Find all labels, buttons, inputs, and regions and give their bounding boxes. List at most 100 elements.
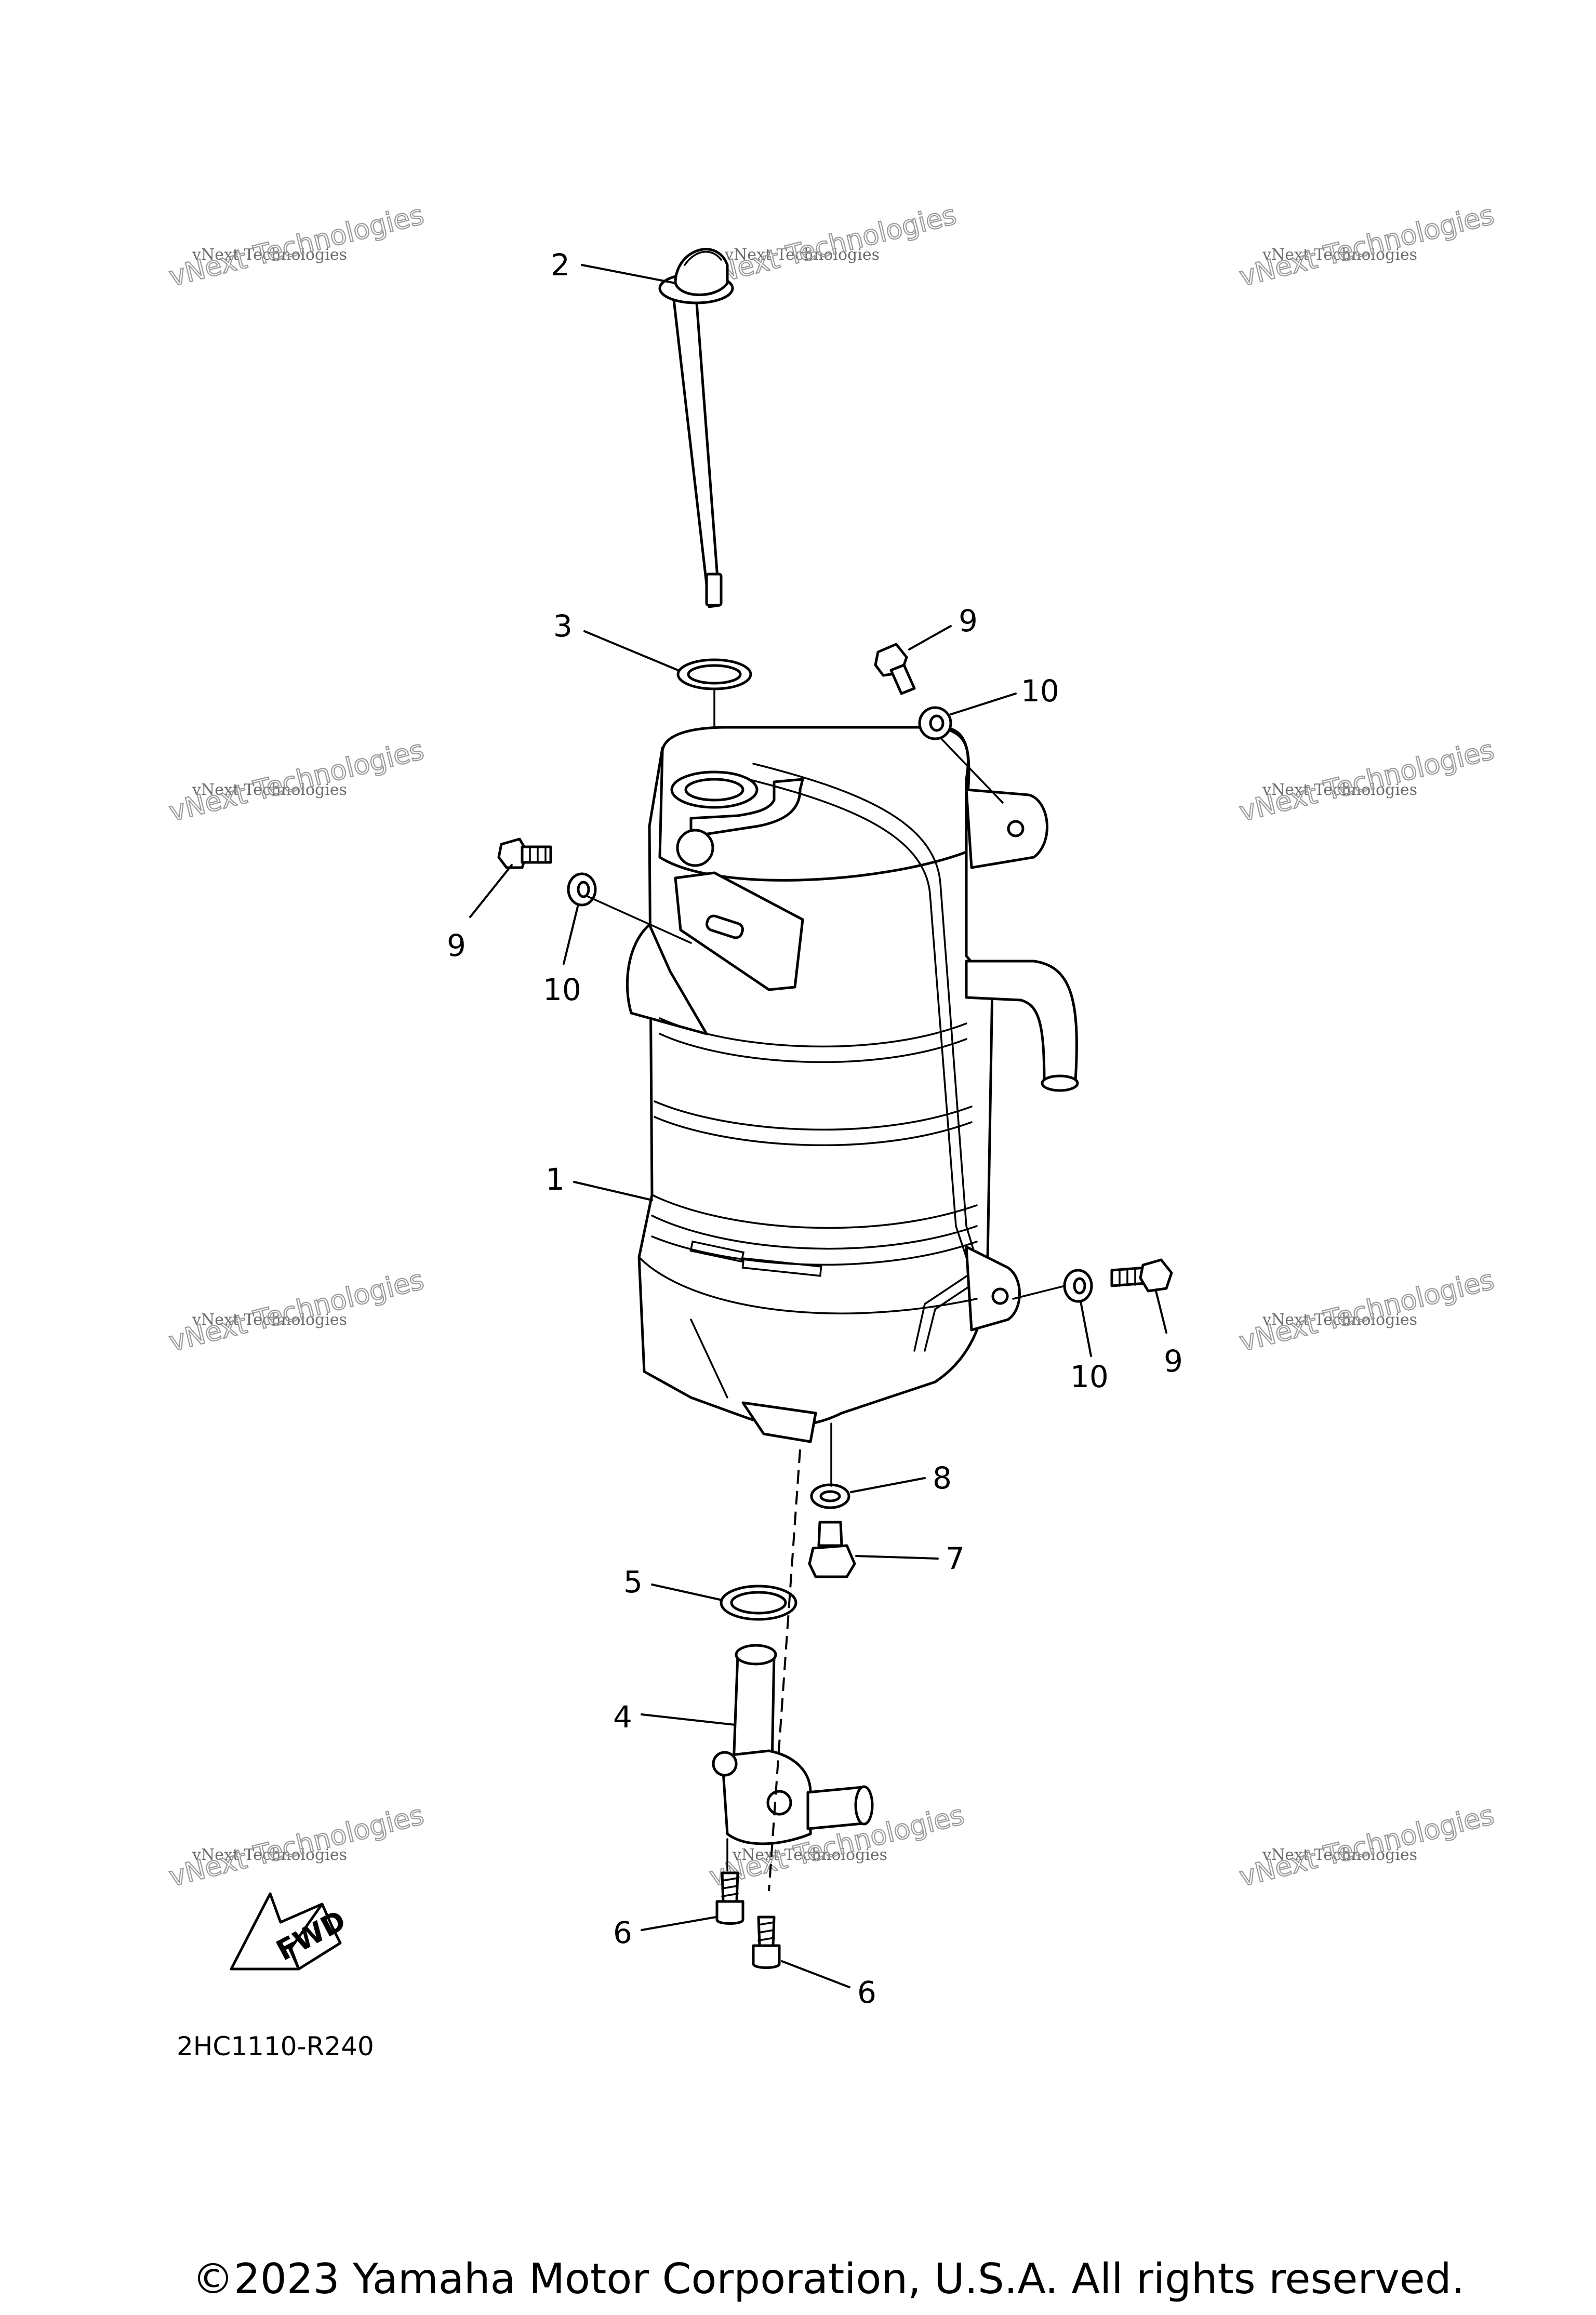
watermark: vNext Technologies vNext Technologies [166, 1799, 428, 1894]
part-6-screw-a [715, 1871, 744, 1925]
assembly-lines [586, 737, 1066, 1892]
callout-10-left: 10 [543, 972, 581, 1007]
tank-bracket-slot [706, 914, 744, 939]
part-9-bolt-left [497, 837, 552, 869]
watermark-text: vNext Technologies [1262, 246, 1417, 264]
callout-1: 1 [546, 1162, 565, 1197]
leader-9-left [469, 864, 513, 918]
tank-fin [626, 923, 708, 1035]
watermark-text: vNext Technologies [192, 246, 347, 264]
tank-top-elbow-end [676, 829, 714, 867]
leader-3 [583, 630, 679, 671]
dipstick-cap-detail [684, 251, 722, 266]
tank-filler-neck-inner [684, 778, 744, 802]
watermark-text: vNext Technologies [732, 1846, 887, 1864]
callout-4: 4 [613, 1699, 632, 1735]
leader-8 [850, 1477, 926, 1493]
part-3-o-ring-inner [687, 664, 742, 685]
watermark: vNext Technologies vNext Technologies [166, 734, 428, 829]
leader-6a [641, 1916, 717, 1931]
washer-inner [577, 881, 590, 898]
callout-10-upper: 10 [1021, 673, 1059, 709]
callout-10-right: 10 [1070, 1359, 1109, 1394]
tank-strap [752, 763, 983, 1352]
watermark: vNext Technologies vNext Technologies [1236, 734, 1498, 829]
watermark-text: vNext Technologies [192, 781, 347, 799]
watermark: vNext Technologies vNext Technologies [166, 1264, 428, 1359]
leader-10-upper [950, 693, 1017, 715]
pipe-flange-hole [712, 1751, 738, 1777]
tank-mount-hole-lower [991, 1287, 1009, 1305]
watermark-text: vNext Technologies [724, 246, 880, 264]
screw-a-thread [721, 1877, 739, 1897]
leader-7 [855, 1555, 939, 1560]
dipstick-tip [705, 573, 723, 607]
watermark-text: vNext Technologies [1262, 1311, 1417, 1329]
dipstick-rod [671, 289, 721, 608]
callout-6b: 6 [857, 1975, 876, 2010]
part-5-o-ring-inner [730, 1591, 787, 1615]
watermark: vNext Technologies vNext Technologies [1236, 1264, 1498, 1359]
leader-4 [641, 1713, 736, 1726]
tank-band [659, 1017, 967, 1048]
callout-3: 3 [553, 608, 573, 644]
callout-6a: 6 [613, 1915, 632, 1950]
callout-7: 7 [946, 1541, 965, 1576]
callout-9-left: 9 [447, 928, 466, 963]
part-9-bolt-upper [874, 643, 916, 695]
tank-top-elbow [689, 778, 804, 838]
screw-b-head [752, 1944, 781, 1969]
leader-10-right [1080, 1300, 1092, 1357]
callout-5: 5 [623, 1564, 643, 1600]
pipe-side-spigot-end [854, 1785, 874, 1826]
watermark-text: vNext Technologies [192, 1846, 347, 1864]
part-10-washer-left [567, 872, 597, 907]
part-4-pipe [712, 1644, 874, 1845]
callouts: 2 3 9 10 9 10 1 9 10 8 7 5 4 6 6 [447, 247, 1183, 2010]
part-8-washer-inner [819, 1490, 841, 1502]
tank-mount-ear-upper [965, 788, 1048, 869]
fwd-arrow-depth [289, 1902, 342, 1971]
tank-strap [747, 778, 973, 1352]
bolt-shank [889, 663, 916, 695]
callout-9-right: 9 [1164, 1343, 1183, 1379]
part-7-drain-bolt [808, 1521, 856, 1578]
fwd-arrow: FWD [230, 1892, 351, 1971]
leader-lines [469, 264, 1167, 1988]
tank-lower-edge [690, 1319, 728, 1399]
watermark: vNext Technologies vNext Technologies [1236, 1799, 1498, 1894]
tank-band [654, 1100, 973, 1131]
leader-10-left [563, 906, 579, 965]
tank-band [651, 1194, 978, 1229]
part-10-washer-upper [918, 706, 952, 740]
dipstick-cap-grip [674, 248, 729, 296]
callout-8: 8 [933, 1460, 952, 1496]
part-1-oil-tank [626, 726, 1079, 1443]
tank-band [659, 1033, 967, 1063]
assembly-line [1012, 1285, 1066, 1300]
washer-inner [1073, 1277, 1086, 1295]
watermark-text: vNext Technologies [1262, 781, 1417, 799]
drain-bolt-head [808, 1544, 856, 1578]
screw-b-thread [757, 1921, 775, 1941]
bolt-thread [1119, 1268, 1136, 1287]
bolt-head [497, 837, 529, 869]
watermark-text: vNext Technologies [1262, 1846, 1417, 1864]
part-2-dipstick [658, 248, 734, 608]
watermark-text: vNext Technologies [192, 1311, 347, 1329]
watermark: vNext Technologies vNext Technologies [698, 199, 960, 294]
callout-9-upper: 9 [959, 603, 978, 638]
tank-mount-hole-upper [1007, 820, 1025, 837]
assembly-line [586, 895, 692, 944]
assembly-line [939, 737, 1004, 804]
watermark: vNext Technologies vNext Technologies [166, 199, 428, 294]
part-9-bolt-right [1110, 1258, 1173, 1293]
tank-slot [741, 1257, 822, 1277]
assembly-line-dashed [768, 1449, 801, 1892]
leader-5 [651, 1584, 723, 1601]
leader-2 [581, 264, 676, 284]
leader-9-upper [908, 625, 952, 650]
drain-bolt-shank [817, 1521, 843, 1547]
bolt-thread [529, 846, 547, 863]
